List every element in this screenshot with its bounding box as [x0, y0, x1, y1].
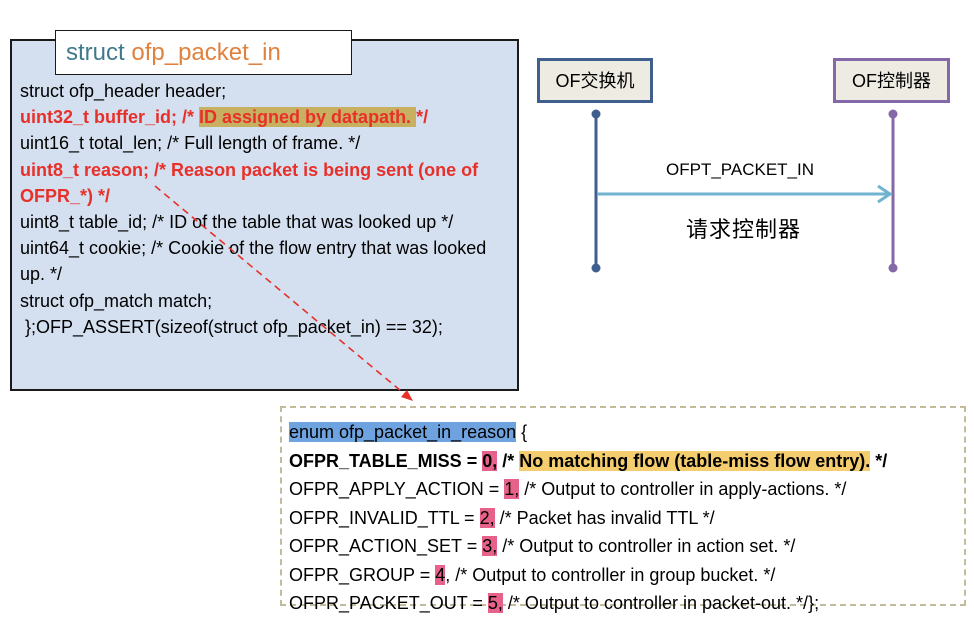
message-description: 请求控制器 — [686, 217, 802, 242]
message-label: OFPT_PACKET_IN — [666, 160, 814, 179]
actor-of-controller: OF控制器 — [833, 58, 950, 103]
enum-entry-name: OFPR_PACKET_OUT = — [289, 593, 488, 613]
enum-entry-value: 3, — [482, 536, 498, 556]
enum-entry: OFPR_PACKET_OUT = 5, /* Output to contro… — [289, 589, 887, 618]
enum-entry-value: 5, — [487, 593, 503, 613]
lifeline-switch-bottom-dot — [591, 263, 601, 273]
message-arrow — [597, 184, 893, 204]
enum-entry-value: 1, — [504, 479, 520, 499]
enum-header: enum ofp_packet_in_reason { — [289, 418, 887, 447]
enum-entry-value: 2, — [479, 507, 495, 528]
enum-entry-name: OFPR_INVALID_TTL = — [289, 507, 480, 528]
lifeline-switch-top-dot — [591, 109, 601, 119]
message-arrow-head — [877, 184, 893, 204]
enum-entry-comment: /* Output to controller in apply-actions… — [519, 479, 847, 499]
enum-entry-comment-highlight: No matching flow (table-miss flow entry)… — [519, 450, 871, 471]
enum-entry-value: 0, — [482, 450, 498, 471]
enum-entry-name: OFPR_APPLY_ACTION = — [289, 479, 505, 499]
lifeline-controller-bottom-dot — [888, 263, 898, 273]
enum-entry-comment-end: */ — [870, 450, 888, 471]
enum-entry-name: OFPR_ACTION_SET = — [289, 536, 483, 556]
enum-entry: OFPR_APPLY_ACTION = 1, /* Output to cont… — [289, 475, 887, 504]
enum-entry: OFPR_GROUP = 4, /* Output to controller … — [289, 561, 887, 590]
enum-entry-comment-start: /* — [497, 450, 520, 471]
struct-field-total-len: uint16_t total_len; /* Full length of fr… — [20, 133, 361, 154]
lifeline-controller — [888, 109, 898, 273]
struct-title-keyword: struct — [66, 39, 125, 66]
struct-assert: };OFP_ASSERT(sizeof(struct ofp_packet_in… — [20, 316, 443, 337]
struct-field-cookie: uint64_t cookie; /* Cookie of the flow e… — [20, 238, 492, 285]
enum-entry-name: OFPR_TABLE_MISS = — [289, 450, 483, 471]
enum-entry: OFPR_TABLE_MISS = 0, /* No matching flow… — [289, 447, 887, 476]
enum-entry-comment: /* Output to controller in action set. *… — [497, 536, 796, 556]
enum-entry-comment: /* Packet has invalid TTL */ — [494, 507, 715, 528]
struct-field-match: struct ofp_match match; — [20, 290, 213, 311]
enum-code: enum ofp_packet_in_reason { OFPR_TABLE_M… — [289, 418, 887, 618]
lifeline-switch — [591, 109, 601, 273]
enum-entry: OFPR_ACTION_SET = 3, /* Output to contro… — [289, 532, 887, 561]
struct-code: struct ofp_header header; uint32_t buffe… — [20, 78, 515, 340]
struct-title-name: ofp_packet_in — [131, 39, 281, 66]
enum-code-box — [280, 406, 966, 606]
dashed-arrow-head — [401, 390, 413, 401]
enum-name-highlight: enum ofp_packet_in_reason — [289, 422, 517, 442]
lifeline-controller-top-dot — [888, 109, 898, 119]
buffer-id-comment-highlight: ID assigned by datapath. — [199, 107, 417, 128]
enum-entry-value: 4 — [435, 564, 446, 585]
enum-open-brace: { — [516, 422, 528, 442]
struct-field-reason: uint8_t reason; /* Reason packet is bein… — [20, 159, 484, 206]
actor-of-switch: OF交换机 — [537, 58, 653, 103]
struct-field-buffer-id: uint32_t buffer_id; /* ID assigned by da… — [20, 104, 515, 130]
enum-entry-name: OFPR_GROUP = — [289, 564, 436, 585]
enum-entry-comment: , /* Output to controller in group bucke… — [445, 564, 776, 585]
enum-entry-comment: /* Output to controller in packet-out. *… — [502, 593, 820, 613]
enum-entry: OFPR_INVALID_TTL = 2, /* Packet has inva… — [289, 504, 887, 533]
struct-field-header: struct ofp_header header; — [20, 81, 227, 101]
buffer-id-decl: uint32_t buffer_id; /* — [20, 107, 200, 128]
buffer-id-comment-end: */ — [416, 107, 429, 128]
struct-title: struct ofp_packet_in — [55, 30, 352, 75]
struct-field-table-id: uint8_t table_id; /* ID of the table tha… — [20, 212, 454, 233]
